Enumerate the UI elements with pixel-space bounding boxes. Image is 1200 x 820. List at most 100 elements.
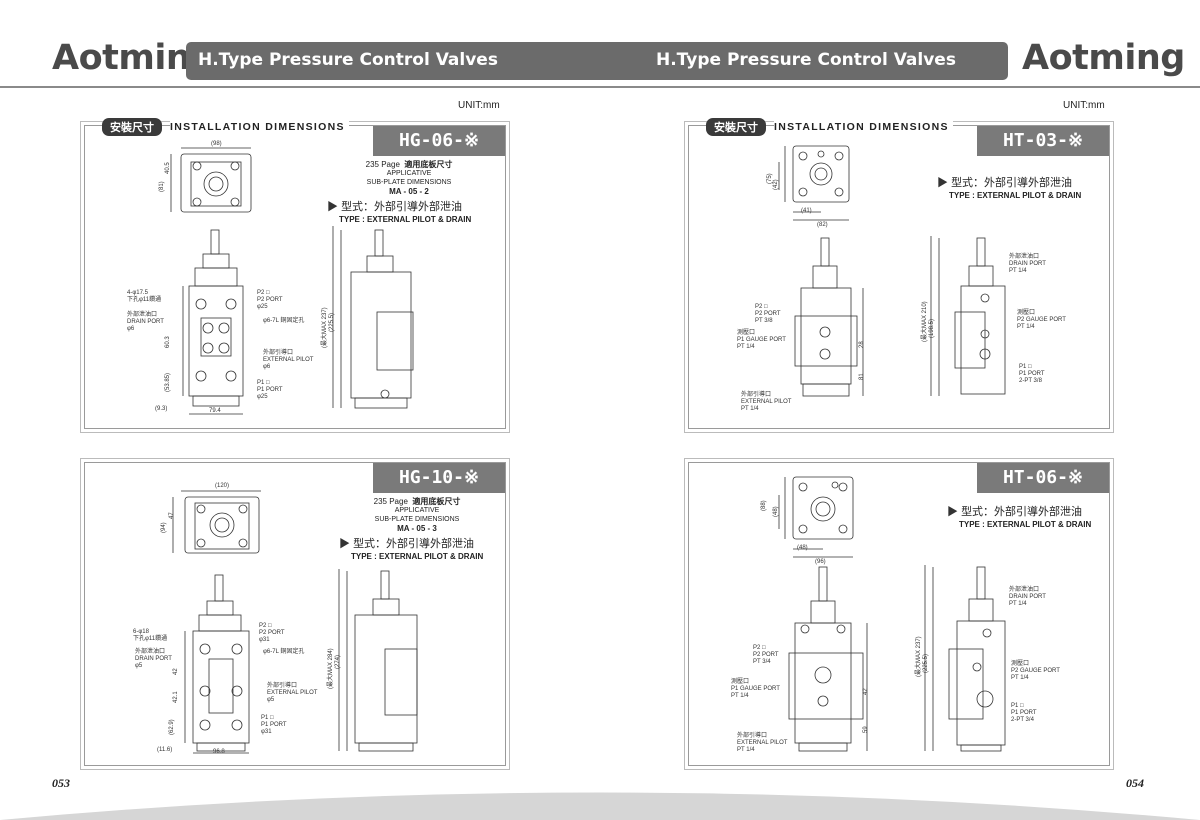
applic-cn: 適用底板尺寸 [412,497,461,506]
install-label-ht03: 安裝尺寸 INSTALLATION DIMENSIONS [706,118,953,136]
panel-hg-10: HG-10-※ 235 Page 適用底板尺寸 APPLICATIVE SUB-… [84,462,506,766]
label-p2-port: P2 □ P2 PORT φ31 [259,623,285,643]
type-block: ▶ 型式：外部引導外部泄油 TYPE : EXTERNAL PILOT & DR… [327,198,471,224]
dim-mid: (225.5) [329,312,335,332]
dim-b2: 79.4 [209,408,221,414]
label-oring: φ6-7L 銅固定孔 [263,649,305,655]
arrow-right-icon: ▶ [947,506,958,518]
dim-b2: 96.8 [213,749,225,755]
type-en: TYPE : EXTERNAL PILOT & DRAIN [351,552,484,561]
dim-v2: 42.1 [173,691,179,703]
panel-ht-06: HT-06-※ ▶ 型式：外部引導外部泄油 TYPE : EXTERNAL PI… [688,462,1110,766]
label-holes: 6-φ18 下孔φ11鑽通 [133,629,168,642]
footer-swoosh [0,792,1200,820]
applic-code: MA - 05 - 2 [389,187,429,196]
unit-label-right: UNIT:mm [1063,100,1105,111]
type-block: ▶ 型式：外部引導外部泄油 TYPE : EXTERNAL PILOT & DR… [937,174,1081,200]
label-external-pilot: 外部引導口 EXTERNAL PILOT PT 1/4 [737,733,788,753]
label-holes: 4-φ17.5 下孔φ11鑽通 [127,290,162,303]
type-cn: 型式：外部引導外部泄油 [353,538,475,550]
applic-en1: APPLICATIVE [394,507,440,514]
arrow-right-icon: ▶ [937,177,948,189]
valve-drawing [172,490,418,754]
dim-v3: (62.9) [169,719,175,735]
type-block: ▶ 型式：外部引導外部泄油 TYPE : EXTERNAL PILOT & DR… [339,535,483,561]
label-p2-port: P2 □ P2 PORT φ25 [257,290,283,310]
install-en: INSTALLATION DIMENSIONS [774,121,953,133]
dim-w2: (82) [817,222,828,228]
dim-v2: 59 [863,726,869,733]
install-cn: 安裝尺寸 [102,118,162,136]
header-title-right: H.Type Pressure Control Valves [656,50,956,70]
applicative-block: 235 Page 適用底板尺寸 APPLICATIVE SUB-PLATE DI… [361,497,473,533]
arrow-right-icon: ▶ [339,538,350,550]
type-cn: 型式：外部引導外部泄油 [341,201,463,213]
model-tab-ht-06: HT-06-※ [977,463,1109,493]
valve-drawing [778,145,1006,397]
dim-v2: (53.85) [165,372,171,392]
page-number-right: 054 [1126,776,1144,790]
label-drain-port: 外部泄油口 DRAIN PORT PT 1/4 [1009,254,1046,274]
dim-w1: (41) [801,208,812,214]
model-tab-ht-03: HT-03-※ [977,126,1109,156]
dim-v1: 42 [173,668,179,675]
page-number-left: 053 [52,776,70,790]
label-drain-port: 外部泄油口 DRAIN PORT φ5 [135,649,172,669]
dim-v2: 81 [859,373,865,380]
label-external-pilot: 外部引導口 EXTERNAL PILOT φ5 [267,683,318,703]
dim-h2: (81) [159,181,165,192]
dim-w1: (48) [797,545,808,551]
header-bar: H.Type Pressure Control Valves H.Type Pr… [186,42,1008,80]
header-divider [0,86,1200,88]
dim-top: (98) [211,141,222,147]
dim-max: (最大MAX 237) [916,636,922,677]
dim-h1: 40.5 [165,162,171,174]
applic-en1: APPLICATIVE [386,170,432,177]
install-label-hg06: 安裝尺寸 INSTALLATION DIMENSIONS [102,118,349,136]
applic-cn: 適用底板尺寸 [404,160,453,169]
dim-b1: (9.3) [155,406,168,412]
arrow-right-icon: ▶ [327,201,338,213]
dim-max: (最大MAX 210) [922,301,928,342]
label-p1-gauge-port: 測壓口 P1 GAUGE PORT PT 1/4 [737,330,786,350]
dim-h1: 47 [169,512,175,519]
dim-mid: (198.5) [929,318,935,338]
install-cn: 安裝尺寸 [706,118,766,136]
dim-v1: 42 [863,688,869,695]
dim-h1: (48) [773,506,779,517]
dim-h1: (42) [773,179,779,190]
panel-hg-06: HG-06-※ 235 Page 適用底板尺寸 APPLICATIVE SUB-… [84,125,506,429]
label-p2-gauge-port: 測壓口 P2 GAUGE PORT PT 1/4 [1011,661,1060,681]
label-external-pilot: 外部引導口 EXTERNAL PILOT PT 1/4 [741,392,792,412]
dim-top: (120) [215,483,230,489]
dim-b1: (11.6) [157,747,173,753]
install-en: INSTALLATION DIMENSIONS [170,121,349,133]
dim-h2: (94) [161,522,167,533]
label-p1-port: P1 □ P1 PORT 2-PT 3/8 [1019,364,1045,384]
dim-h2: (75) [767,173,773,184]
unit-label-left: UNIT:mm [458,100,500,111]
label-drain-port: 外部泄油口 DRAIN PORT φ6 [127,312,164,332]
dim-v1: 60.3 [165,336,171,348]
valve-drawing [170,147,414,415]
label-p2-gauge-port: 測壓口 P2 GAUGE PORT PT 1/4 [1017,310,1066,330]
header-title-left: H.Type Pressure Control Valves [198,50,498,70]
label-oring: φ6-7L 銅固定孔 [263,318,305,324]
dim-mid: (274) [335,654,341,669]
type-en: TYPE : EXTERNAL PILOT & DRAIN [339,215,472,224]
label-p1-port: P1 □ P1 PORT φ31 [261,715,287,735]
label-p2-port: P2 □ P2 PORT PT 3/4 [753,645,779,665]
applic-page: 235 Page [365,160,400,169]
label-external-pilot: 外部引導口 EXTERNAL PILOT φ6 [263,350,314,370]
type-en: TYPE : EXTERNAL PILOT & DRAIN [959,520,1092,529]
model-tab-hg-06: HG-06-※ [373,126,505,156]
dim-mid: (225.5) [923,653,929,673]
applic-en2: SUB-PLATE DIMENSIONS [366,179,452,186]
model-tab-hg-10: HG-10-※ [373,463,505,493]
type-cn: 型式：外部引導外部泄油 [961,506,1083,518]
dim-w2: (96) [815,559,826,565]
dim-v1: 28 [859,341,865,348]
type-cn: 型式：外部引導外部泄油 [951,177,1073,189]
applicative-block: 235 Page 適用底板尺寸 APPLICATIVE SUB-PLATE DI… [353,160,465,196]
label-p1-port: P1 □ P1 PORT φ25 [257,380,283,400]
